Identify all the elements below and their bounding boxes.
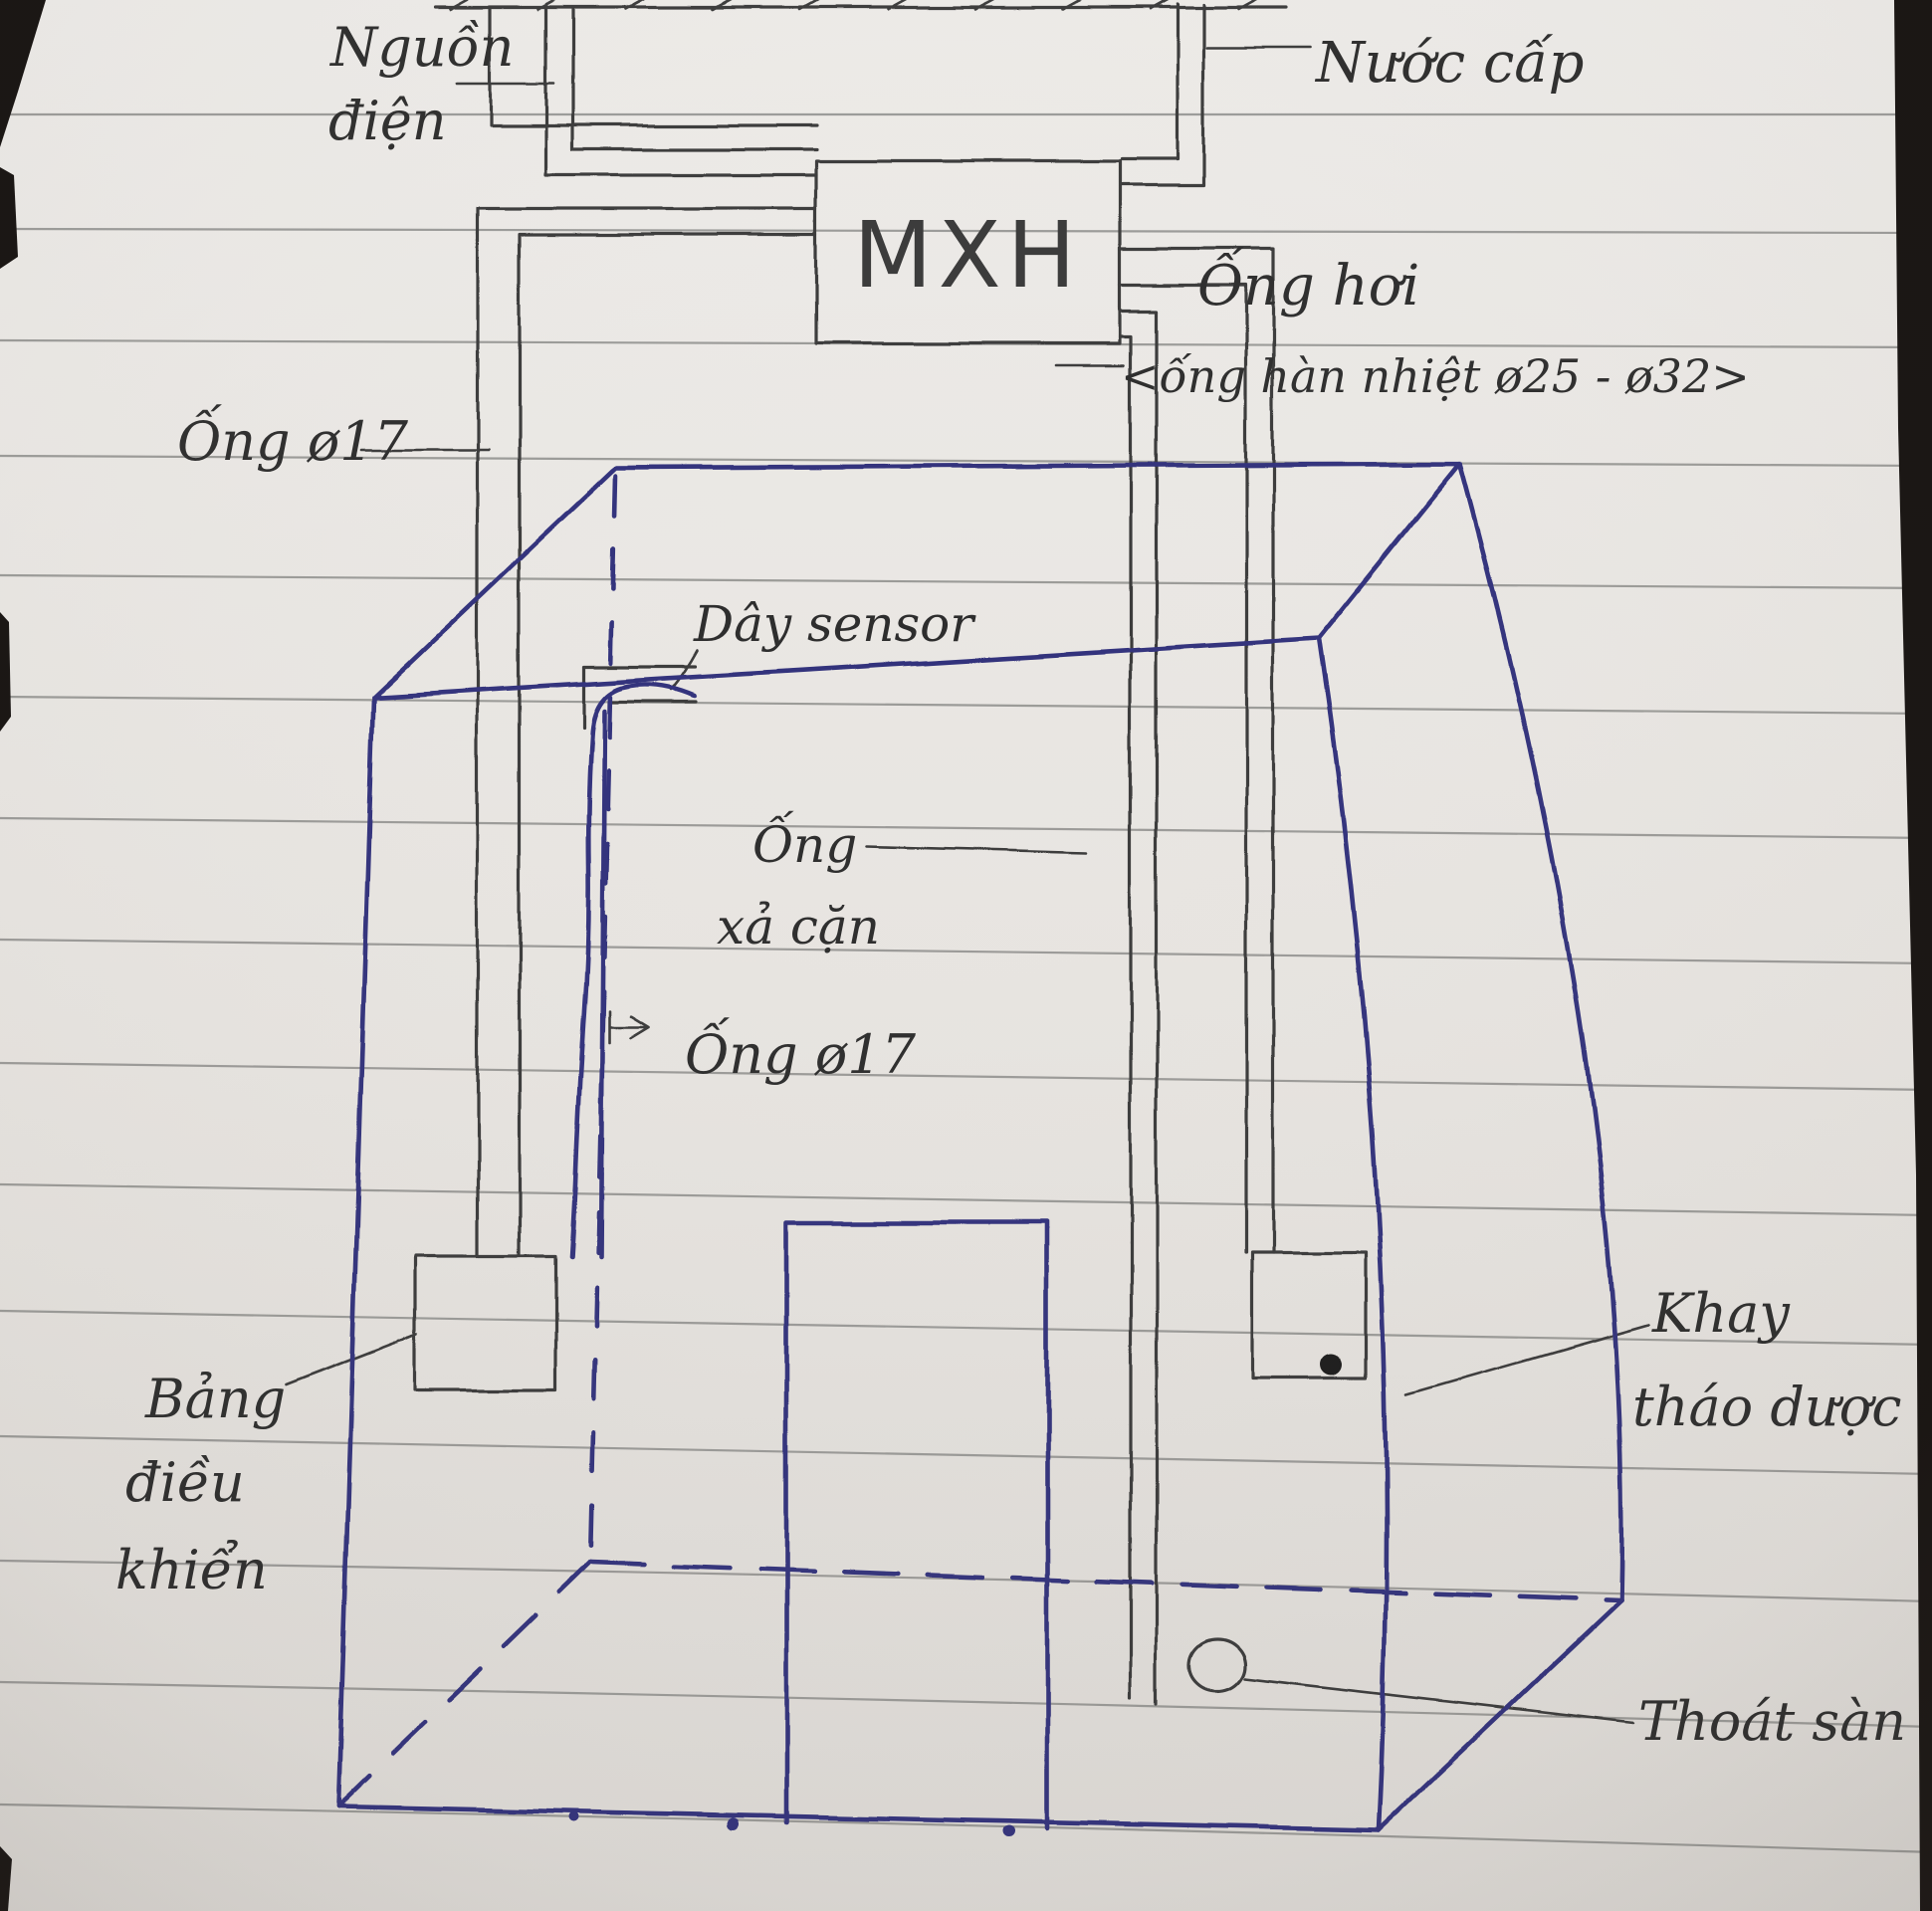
diagram-canvas: Nguồn điện Nước cấp MXH Ống hơi <ống hàn… — [0, 0, 1932, 1911]
photo-of-notebook-sketch: Nguồn điện Nước cấp MXH Ống hơi <ống hàn… — [0, 0, 1932, 1911]
photo-vignette — [0, 0, 1932, 1911]
